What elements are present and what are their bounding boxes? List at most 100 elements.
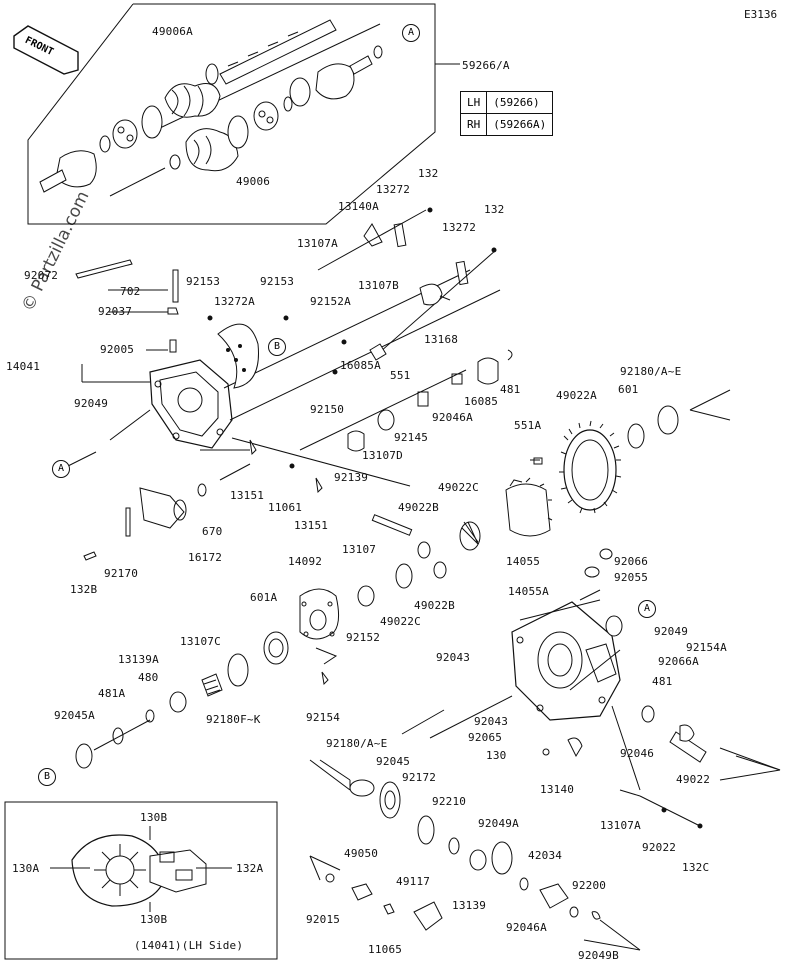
callout-a: A xyxy=(52,460,70,478)
part-label: 92045 xyxy=(376,755,411,768)
part-label: 92154A xyxy=(686,641,727,654)
part-label: 42034 xyxy=(528,849,563,862)
part-label: 92046A xyxy=(506,921,547,934)
part-label: 92152 xyxy=(346,631,381,644)
part-label: 13139 xyxy=(452,899,487,912)
part-label: 132B xyxy=(70,583,98,596)
part-label: 481 xyxy=(652,675,673,688)
part-label: 14041 xyxy=(6,360,41,373)
part-label: 13107D xyxy=(362,449,403,462)
part-label: 130B xyxy=(140,811,168,824)
part-label: 13272A xyxy=(214,295,255,308)
callout-b: B xyxy=(268,338,286,356)
part-label: 13140A xyxy=(338,200,379,213)
diff-case xyxy=(357,477,553,607)
part-label: 481A xyxy=(98,687,126,700)
part-label: 92210 xyxy=(432,795,467,808)
part-label: 49022C xyxy=(380,615,421,628)
part-label: 13107A xyxy=(600,819,641,832)
part-label: 92046A xyxy=(432,411,473,424)
part-label: 13272 xyxy=(376,183,411,196)
drive-shaft-upper xyxy=(39,19,383,197)
part-label: 13107 xyxy=(342,543,377,556)
table-row: RH (59266A) xyxy=(459,113,554,136)
part-label: 92139 xyxy=(334,471,369,484)
gear-case-left xyxy=(67,269,501,487)
part-label: 11061 xyxy=(268,501,303,514)
shift-parts xyxy=(75,207,497,389)
part-label: 92180/A~E xyxy=(620,365,682,378)
part-label: 49022A xyxy=(556,389,597,402)
part-label: 92005 xyxy=(100,343,135,356)
part-label: 480 xyxy=(138,671,159,684)
gear-case-right xyxy=(401,548,781,829)
part-label: 92065 xyxy=(468,731,503,744)
part-label: 92046 xyxy=(620,747,655,760)
part-label: 92154 xyxy=(306,711,341,724)
diagram-code: E3136 xyxy=(744,8,778,21)
kit-frame xyxy=(27,3,436,225)
part-label: 551 xyxy=(390,369,411,382)
part-label: 49022B xyxy=(398,501,439,514)
part-label: 59266/A xyxy=(462,59,510,72)
part-label: 13107B xyxy=(358,279,399,292)
output-lower xyxy=(309,759,641,951)
part-label: 92180/A~E xyxy=(326,737,388,750)
part-label: 16085 xyxy=(464,395,499,408)
callout-b: B xyxy=(38,768,56,786)
part-label: 132C xyxy=(682,861,710,874)
part-label: 92043 xyxy=(436,651,471,664)
part-label: 670 xyxy=(202,525,223,538)
part-label: 11065 xyxy=(368,943,403,956)
ring-gear xyxy=(533,389,731,514)
part-label: 92150 xyxy=(310,403,345,416)
part-label: 92145 xyxy=(394,431,429,444)
front-arrow-shape xyxy=(13,25,79,75)
inset-drawing xyxy=(50,826,232,912)
part-label: 130A xyxy=(12,862,40,875)
part-label: 13140 xyxy=(540,783,575,796)
part-label: 92037 xyxy=(98,305,133,318)
part-label: 92200 xyxy=(572,879,607,892)
input-shaft-parts xyxy=(200,349,513,494)
part-label: 92015 xyxy=(306,913,341,926)
part-label: 13151 xyxy=(230,489,265,502)
part-label: 49117 xyxy=(396,875,431,888)
part-label: 92170 xyxy=(104,567,139,580)
part-label: 16172 xyxy=(188,551,223,564)
part-label: 92153 xyxy=(260,275,295,288)
part-label: 132A xyxy=(236,862,264,875)
part-label: 13168 xyxy=(424,333,459,346)
part-label: 92022 xyxy=(642,841,677,854)
part-label: 92043 xyxy=(474,715,509,728)
part-label: 132 xyxy=(484,203,505,216)
part-label: 49050 xyxy=(344,847,379,860)
part-label: 92045A xyxy=(54,709,95,722)
part-label: 130B xyxy=(140,913,168,926)
part-label: 601A xyxy=(250,591,278,604)
part-cell: (59266A) xyxy=(486,113,554,136)
part-label: 49022C xyxy=(438,481,479,494)
part-label: 92049B xyxy=(578,949,619,962)
part-label: 14055 xyxy=(506,555,541,568)
part-label: 49022 xyxy=(676,773,711,786)
selector-parts xyxy=(83,463,251,561)
part-cell: (59266) xyxy=(486,91,554,114)
part-label: 92049A xyxy=(478,817,519,830)
part-label: 13107C xyxy=(180,635,221,648)
part-label: 92072 xyxy=(24,269,59,282)
part-label: 551A xyxy=(514,419,542,432)
part-label: 49006 xyxy=(236,175,271,188)
part-label: 92152A xyxy=(310,295,351,308)
part-label: 601 xyxy=(618,383,639,396)
part-label: 16085A xyxy=(340,359,381,372)
part-label: 92180F~K xyxy=(206,713,261,726)
part-label: 13107A xyxy=(297,237,338,250)
part-label: 132 xyxy=(418,167,439,180)
part-label: 481 xyxy=(500,383,521,396)
part-label: 92049 xyxy=(74,397,109,410)
leader-lines xyxy=(81,289,621,691)
callout-a: A xyxy=(638,600,656,618)
lh-rh-table: LH (59266) RH (59266A) xyxy=(459,91,554,136)
